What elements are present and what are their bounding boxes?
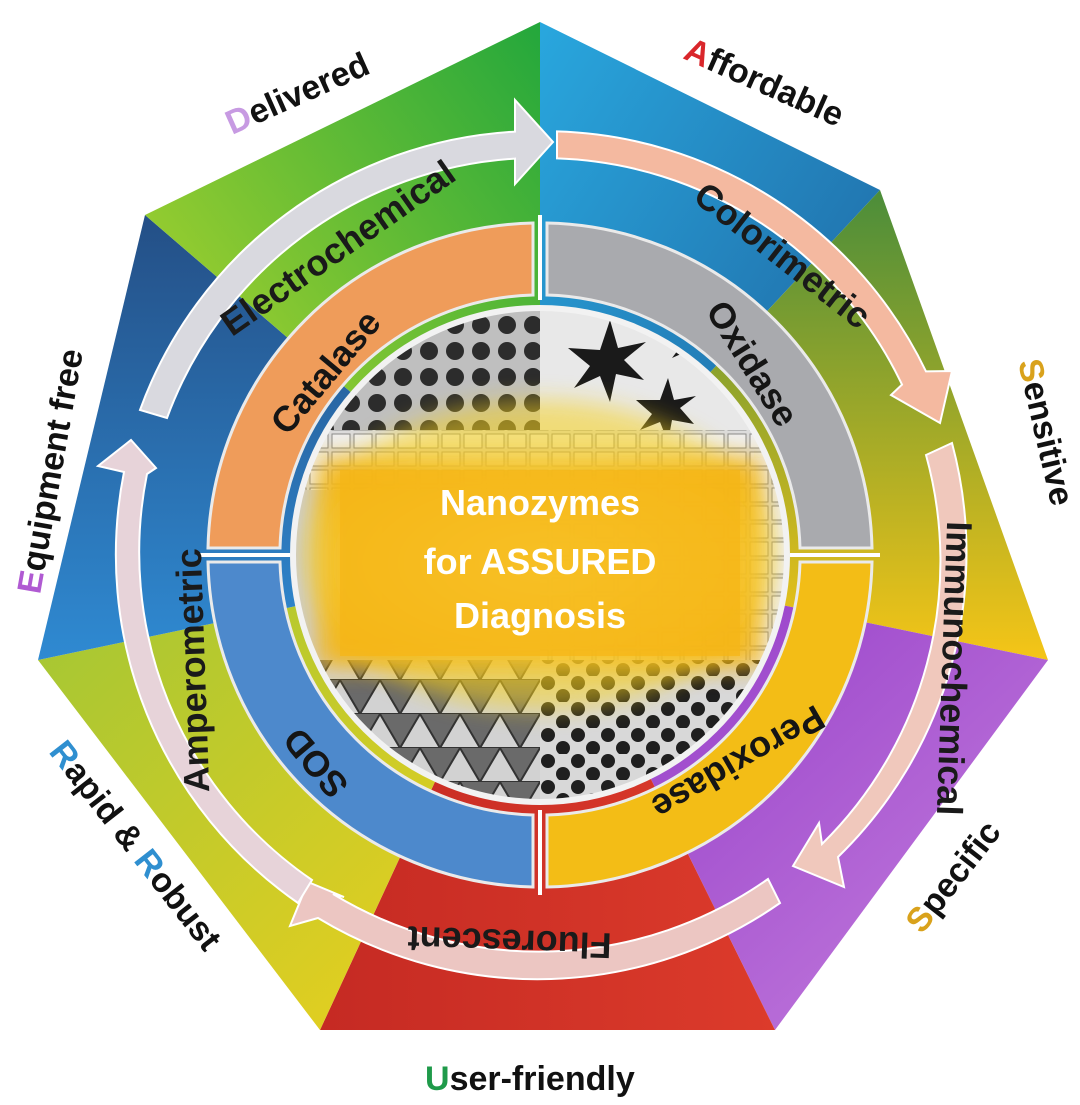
arrow-amperometric — [95, 438, 314, 905]
method-label-fluorescent: Fluorescent — [407, 918, 612, 966]
method-label-amperometric: Amperometric — [168, 548, 217, 793]
center-line-3: Diagnosis — [454, 595, 626, 636]
quadrant-catalase — [206, 221, 535, 550]
method-ring — [95, 97, 968, 981]
dividers — [200, 215, 880, 895]
criterion-user-friendly: User-friendly — [425, 1060, 635, 1098]
center-line-1: Nanozymes — [440, 482, 640, 523]
arrow-immunochemical — [791, 441, 968, 889]
center-title: Nanozymes for ASSURED Diagnosis — [424, 482, 657, 636]
criterion-rest-specific: pecific — [912, 814, 1008, 922]
arrow-colorimetric — [556, 130, 954, 425]
quadrant-sod — [206, 560, 535, 889]
quadrant-oxidase — [545, 221, 874, 550]
criterion-rest-user-friendly: ser-friendly — [450, 1060, 635, 1098]
arrow-electrochemical — [138, 97, 555, 420]
criterion-rest-sensitive: ensitive — [1015, 377, 1080, 509]
enzyme-ring — [206, 221, 874, 889]
center-line-2: for ASSURED — [424, 541, 657, 582]
criterion-sensitive: Sensitive — [1010, 355, 1080, 509]
micrograph-border — [290, 305, 790, 805]
criterion-initial-user-friendly: U — [425, 1060, 450, 1098]
quadrant-peroxidase — [545, 560, 874, 889]
